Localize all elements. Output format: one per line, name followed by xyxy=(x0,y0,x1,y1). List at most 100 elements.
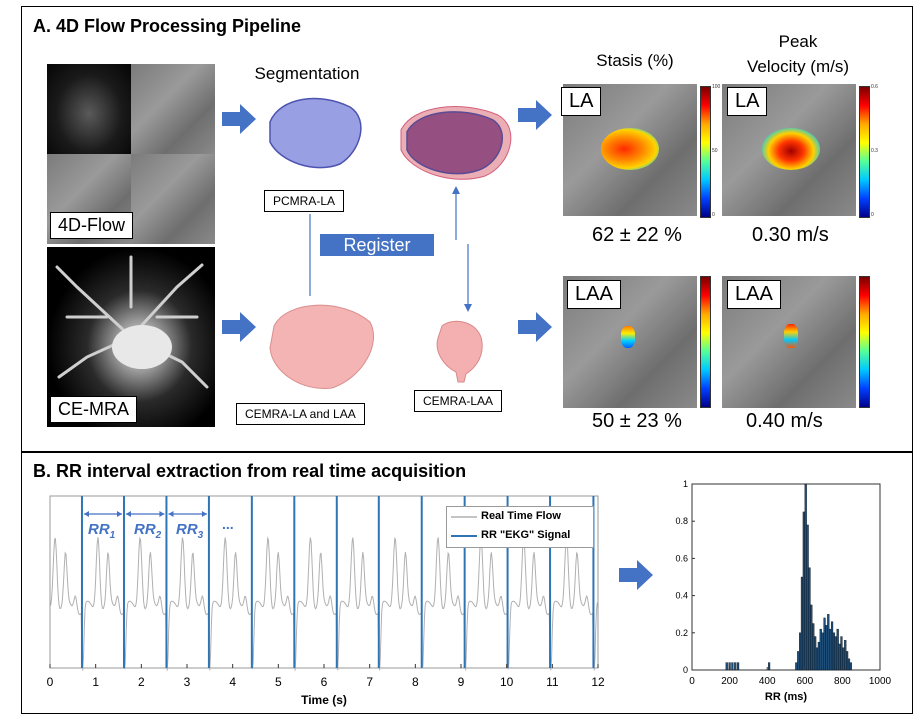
colorbar-tick: 0 xyxy=(871,212,874,218)
x-tick-label: 4 xyxy=(229,675,236,689)
hist-bar xyxy=(849,662,852,671)
label-4d-flow: 4D-Flow xyxy=(50,212,134,239)
hist-bar xyxy=(734,662,737,671)
map-label-la: LA xyxy=(561,87,602,116)
colorbar-tick: 0 xyxy=(712,212,715,218)
colorbar-tick: 0.3 xyxy=(871,148,878,154)
arrow-right-icon xyxy=(518,312,552,342)
hist-y-tick-label: 1 xyxy=(683,479,688,489)
rr-label-1: RR1 xyxy=(88,521,116,541)
hist-bar xyxy=(832,632,836,671)
map-label-laa: LAA xyxy=(567,280,621,309)
hist-x-axis-label: RR (ms) xyxy=(765,691,808,703)
hist-bar xyxy=(814,636,817,671)
hist-bar xyxy=(797,651,800,671)
legend-ekg: RR "EKG" Signal xyxy=(481,529,571,541)
hist-bar xyxy=(812,623,815,671)
velocity-colorbar xyxy=(859,86,870,218)
x-tick-label: 7 xyxy=(366,675,373,689)
hist-bar xyxy=(767,662,771,671)
hist-bar xyxy=(836,628,839,671)
hist-bar xyxy=(830,621,834,671)
rr-ellipsis: ... xyxy=(222,516,234,532)
caption-cemra-la-laa: CEMRA-LA and LAA xyxy=(236,403,365,425)
x-tick-label: 0 xyxy=(47,675,54,689)
map-label-laa: LAA xyxy=(727,280,781,309)
hist-bar xyxy=(847,658,851,671)
hist-bar xyxy=(810,604,813,671)
hist-bar xyxy=(804,483,807,671)
x-tick-label: 12 xyxy=(591,675,605,689)
hist-bar xyxy=(731,662,734,671)
colorbar-tick: 50 xyxy=(712,148,718,154)
x-tick-label: 3 xyxy=(184,675,191,689)
segmentation-header: Segmentation xyxy=(254,64,360,83)
map-label-la: LA xyxy=(727,87,768,116)
hist-bar xyxy=(834,636,837,671)
hist-plot-area xyxy=(691,483,881,671)
cemra-laa-segmentation xyxy=(436,320,483,383)
arrowhead-icon xyxy=(201,511,207,517)
hist-bar xyxy=(806,524,809,671)
hist-bar xyxy=(825,625,828,671)
arrow-right-icon xyxy=(222,104,256,134)
arrowhead-icon xyxy=(168,511,174,517)
arrow-right-icon xyxy=(619,560,653,590)
panel-a-title: A. 4D Flow Processing Pipeline xyxy=(33,16,302,36)
hist-bar xyxy=(821,632,824,671)
hist-y-tick-label: 0.4 xyxy=(675,591,688,601)
hist-x-tick-label: 800 xyxy=(834,676,851,687)
arrow-right-icon xyxy=(222,312,256,342)
legend-flow: Real Time Flow xyxy=(481,510,561,522)
label-ce-mra: CE-MRA xyxy=(50,396,137,423)
registered-overlay-segmentation xyxy=(400,106,512,180)
hist-bar xyxy=(823,617,826,671)
caption-cemra-laa: CEMRA-LAA xyxy=(414,390,503,412)
x-tick-label: 9 xyxy=(458,675,465,689)
arrowhead-icon xyxy=(83,511,89,517)
signal-legend: Real Time Flow RR "EKG" Signal xyxy=(446,506,594,548)
panel-a xyxy=(21,6,913,452)
hist-bar xyxy=(815,647,819,671)
arrowhead-icon xyxy=(116,511,122,517)
stasis-colorbar xyxy=(700,86,711,218)
x-tick-label: 10 xyxy=(500,675,514,689)
colorbar-tick: 0.6 xyxy=(871,84,878,90)
hist-x-tick-label: 400 xyxy=(759,676,776,687)
colorbar-tick: 100 xyxy=(712,84,721,90)
velocity-colorbar xyxy=(859,276,870,408)
hist-y-tick-label: 0.6 xyxy=(675,553,688,563)
velocity-header-line1: Peak xyxy=(778,32,818,51)
hist-bar xyxy=(736,662,740,671)
hist-bar xyxy=(808,567,811,671)
hist-y-tick-label: 0.2 xyxy=(675,628,688,638)
register-connectors xyxy=(309,186,472,312)
rr-label-3: RR3 xyxy=(176,521,204,541)
stasis-colorbar xyxy=(700,276,711,408)
arrowhead-icon xyxy=(159,511,165,517)
hist-bar xyxy=(840,636,843,671)
hist-bar xyxy=(846,651,849,671)
hist-bar xyxy=(725,662,728,671)
hist-bar xyxy=(802,511,805,671)
velocity-header-line2: Velocity (m/s) xyxy=(746,57,850,76)
hist-bar xyxy=(842,647,845,671)
x-tick-label: 1 xyxy=(92,675,99,689)
hist-bar xyxy=(819,628,822,671)
hist-y-tick-label: 0 xyxy=(683,665,688,675)
x-tick-label: 8 xyxy=(412,675,419,689)
stasis-la-value: 62 ± 22 % xyxy=(592,224,682,246)
arrowhead-icon xyxy=(125,511,131,517)
panel-b-title: B. RR interval extraction from real time… xyxy=(33,461,467,481)
hist-x-tick-label: 1000 xyxy=(869,676,892,687)
register-label: Register xyxy=(320,234,434,256)
hist-bar xyxy=(817,641,820,671)
hist-x-tick-label: 200 xyxy=(721,676,738,687)
hist-bar xyxy=(829,628,832,671)
cemra-la-laa-segmentation xyxy=(269,304,375,389)
pcmra-la-segmentation xyxy=(269,97,362,169)
x-tick-label: 6 xyxy=(321,675,328,689)
hist-bar xyxy=(827,614,830,671)
velocity-laa-value: 0.40 m/s xyxy=(746,410,823,432)
x-axis-label: Time (s) xyxy=(301,693,347,707)
